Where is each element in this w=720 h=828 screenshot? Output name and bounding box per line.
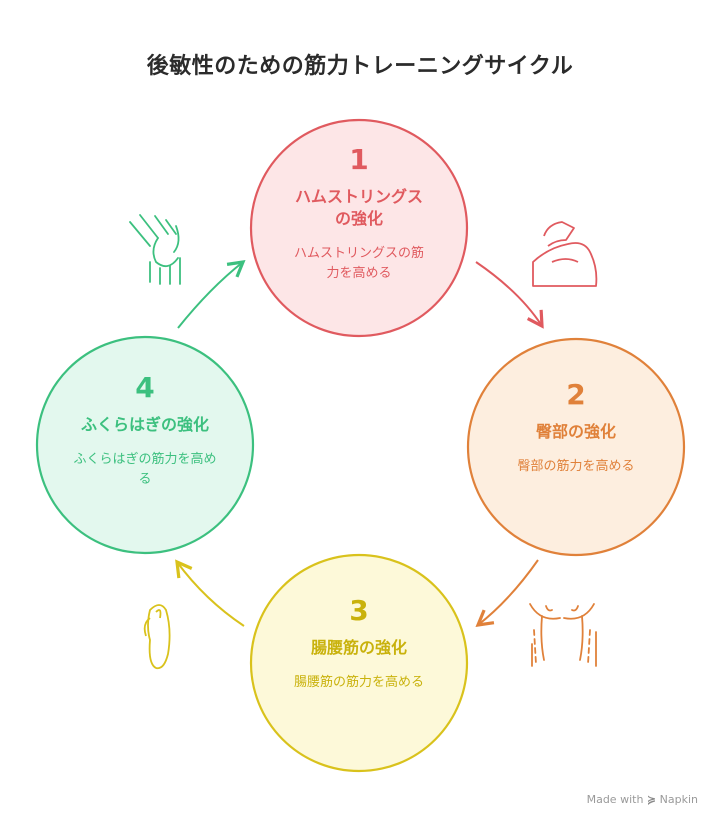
stage-1-circle: [249, 118, 469, 338]
stage-1-description: ハムストリングスの筋 力を高める: [293, 246, 424, 281]
stage-4-description: ふくらはぎの筋力を高め る: [73, 452, 217, 487]
napkin-logo-icon: ≽: [646, 793, 657, 806]
stage-1-number: 1: [349, 143, 369, 176]
stage-2-description: 臀部の筋力を高める: [517, 459, 635, 474]
stage-2: 2 臀部の強化 臀部の筋力を高める: [476, 378, 676, 477]
stage-2-number: 2: [566, 378, 586, 411]
stage-2-heading: 臀部の強化: [535, 422, 616, 441]
arrow-2-to-3: [475, 559, 539, 627]
page-title: 後敏性のための筋力トレーニングサイクル: [146, 54, 574, 79]
arrow-4-to-1: [177, 260, 246, 329]
flexed-arm-icon: [532, 221, 598, 287]
made-with-credit[interactable]: Made with ≽ Napkin: [586, 793, 698, 806]
stage-1: 1 ハムストリングス の強化 ハムストリングスの筋 力を高める: [259, 143, 459, 284]
stage-4-number: 4: [135, 371, 155, 404]
stage-4-heading: ふくらはぎの強化: [80, 415, 209, 434]
arrow-1-to-2: [475, 261, 544, 329]
calf-muscle-icon: [143, 604, 171, 670]
stage-3-description: 腸腰筋の筋力を高める: [293, 675, 424, 690]
stage-1-heading: ハムストリングス の強化: [294, 187, 423, 228]
arrow-3-to-4: [175, 559, 245, 627]
stage-4-circle: [35, 335, 255, 555]
stage-3-heading: 腸腰筋の強化: [310, 638, 407, 657]
torso-icon: [529, 603, 597, 667]
stage-3: 3 腸腰筋の強化 腸腰筋の筋力を高める: [259, 594, 459, 693]
stage-3-circle: [249, 553, 469, 773]
stage-3-number: 3: [349, 594, 369, 627]
stage-4: 4 ふくらはぎの強化 ふくらはぎの筋力を高め る: [45, 371, 245, 490]
stage-2-circle: [466, 337, 686, 557]
knee-joint-icon: [129, 214, 181, 285]
